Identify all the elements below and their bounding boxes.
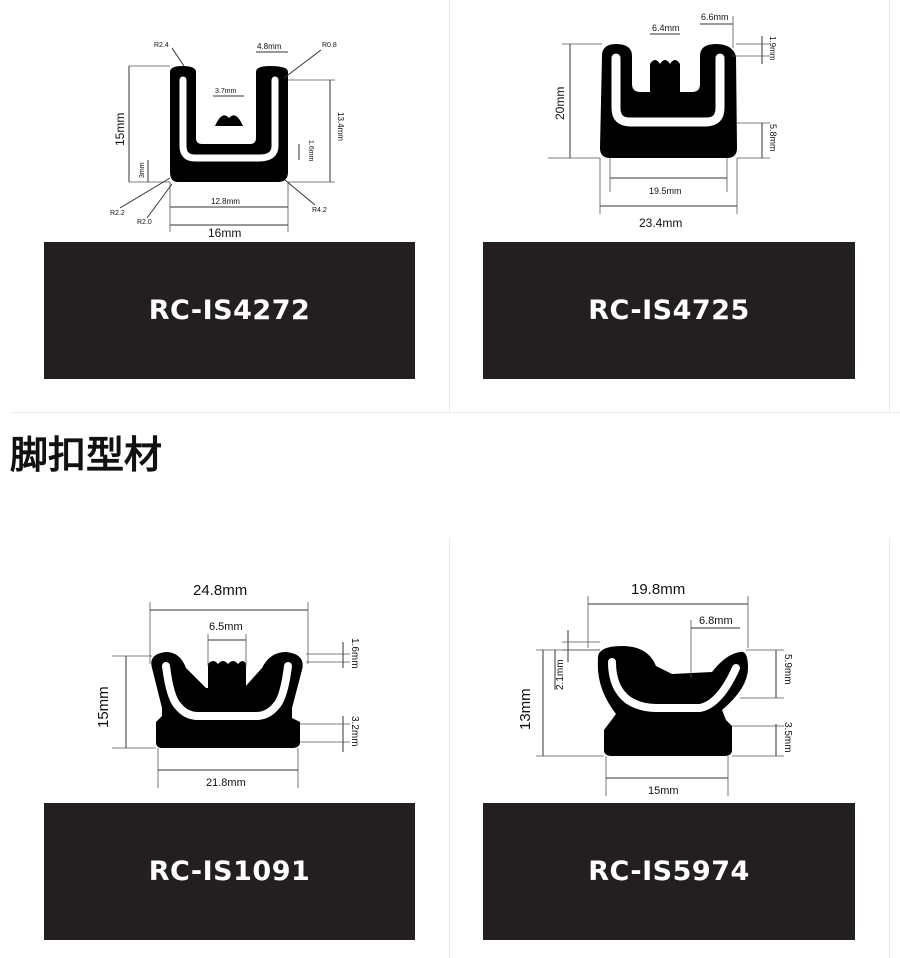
profile-drawing-rc-is4272: R2.4 4.8mm R0.8 3.7mm 15mm 13.4mm 1.6mm …: [110, 42, 345, 240]
product-card-rc-is4725[interactable]: 6.4mm 6.6mm 1.9mm 20mm 5.8mm 19.5mm 23.4…: [450, 0, 889, 412]
dim-h32: 3.2mm: [349, 716, 360, 747]
dim-w218: 21.8mm: [206, 777, 246, 789]
dim-w15: 15mm: [648, 785, 679, 797]
dim-h21: 2.1mm: [555, 659, 566, 690]
dim-w68: 6.8mm: [699, 615, 733, 627]
dim-w16: 16mm: [208, 226, 241, 240]
dim-w248: 24.8mm: [193, 582, 247, 599]
profile-channel: [179, 76, 279, 162]
dim-w128: 12.8mm: [211, 197, 240, 206]
dim-w48: 4.8mm: [257, 42, 282, 51]
dim-h16: 1.6mm: [349, 638, 360, 669]
product-label-rc-is4272[interactable]: RC-IS4272: [44, 242, 415, 379]
profile-shape: [170, 66, 288, 182]
profile-teeth: [656, 677, 696, 688]
dim-h35: 3.5mm: [782, 722, 793, 753]
dim-w66: 6.6mm: [701, 12, 729, 22]
section-title: 脚扣型材: [10, 432, 163, 477]
profile-channel: [162, 662, 292, 720]
dim-r24: R2.4: [154, 42, 169, 49]
dim-r08: R0.8: [322, 42, 337, 49]
profile-drawing-rc-is5974: 19.8mm 6.8mm 5.9mm 2.1mm 13mm 3.5mm 15mm: [517, 581, 793, 797]
profile-drawing-rc-is1091: 24.8mm 6.5mm 1.6mm 15mm 3.2mm 21.8mm: [95, 582, 360, 789]
dim-h58: 5.8mm: [768, 124, 778, 152]
profile-shape: [151, 652, 303, 748]
profile-channel: [608, 658, 740, 712]
dim-w37: 3.7mm: [215, 88, 237, 95]
product-label-rc-is1091[interactable]: RC-IS1091: [44, 803, 415, 940]
dim-h19: 1.9mm: [768, 36, 777, 61]
dim-w198: 19.8mm: [631, 581, 685, 598]
profile-shape: [597, 646, 748, 756]
product-card-rc-is1091[interactable]: 24.8mm 6.5mm 1.6mm 15mm 3.2mm 21.8mm RC-…: [0, 538, 449, 958]
dim-h16: 1.6mm: [307, 140, 314, 162]
profile-shape: [600, 44, 737, 158]
dim-r22: R2.2: [110, 210, 125, 217]
dim-w65: 6.5mm: [209, 621, 243, 633]
product-label-rc-is4725[interactable]: RC-IS4725: [483, 242, 855, 379]
dim-h3: 3mm: [139, 162, 146, 178]
right-border-bottom: [889, 538, 890, 958]
dim-h134: 13.4mm: [336, 112, 345, 141]
profile-channel: [611, 53, 725, 127]
dim-w195: 19.5mm: [649, 186, 682, 196]
dim-r42: R4.2: [312, 207, 327, 214]
product-card-rc-is5974[interactable]: 19.8mm 6.8mm 5.9mm 2.1mm 13mm 3.5mm 15mm…: [450, 538, 889, 958]
profile-teeth: [650, 60, 680, 92]
dim-r20: R2.0: [137, 219, 152, 226]
product-card-rc-is4272[interactable]: R2.4 4.8mm R0.8 3.7mm 15mm 13.4mm 1.6mm …: [0, 0, 449, 412]
profile-teeth: [208, 661, 246, 688]
dim-h15: 15mm: [95, 686, 112, 728]
profile-teeth: [215, 115, 243, 126]
product-label-rc-is5974[interactable]: RC-IS5974: [483, 803, 855, 940]
row-divider: [10, 412, 900, 413]
dim-h20: 20mm: [553, 87, 567, 120]
dim-w234: 23.4mm: [639, 216, 682, 230]
column-divider-top: [449, 0, 450, 412]
dim-h13: 13mm: [517, 688, 534, 730]
dim-h59: 5.9mm: [782, 654, 793, 685]
dim-h15: 15mm: [113, 113, 127, 146]
right-border-top: [889, 0, 890, 412]
profile-drawing-rc-is4725: 6.4mm 6.6mm 1.9mm 20mm 5.8mm 19.5mm 23.4…: [548, 12, 778, 230]
column-divider-bottom: [449, 538, 450, 958]
dim-w64: 6.4mm: [652, 23, 680, 33]
